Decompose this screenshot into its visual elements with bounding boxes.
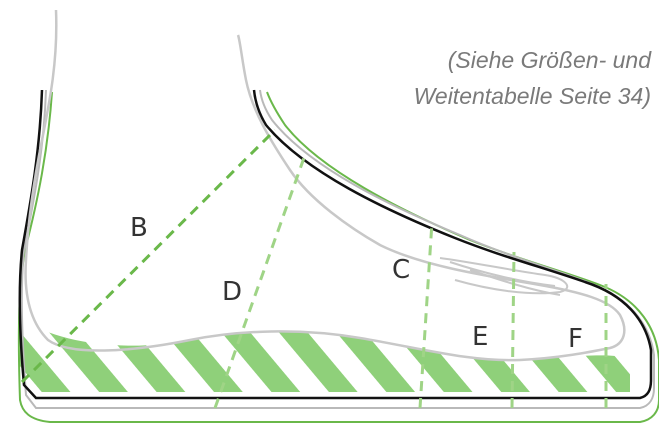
measure-line-e xyxy=(510,251,516,409)
label-e: E xyxy=(472,322,488,352)
measure-line-d xyxy=(213,154,307,409)
note-line-2: Weitentabelle Seite 34) xyxy=(413,83,651,109)
label-b: B xyxy=(130,213,148,243)
label-f: F xyxy=(568,324,583,354)
measure-line-c xyxy=(418,221,434,409)
label-d: D xyxy=(222,277,242,307)
note-line-1: (Siehe Größen- und xyxy=(447,47,651,73)
toe-detail-lines xyxy=(439,257,569,296)
size-table-note: (Siehe Größen- und Weitentabelle Seite 3… xyxy=(331,42,651,114)
label-c: C xyxy=(392,255,410,285)
foot-outline xyxy=(24,9,626,362)
shoe-inner-line-black xyxy=(18,89,653,400)
measure-line-b xyxy=(20,128,277,384)
